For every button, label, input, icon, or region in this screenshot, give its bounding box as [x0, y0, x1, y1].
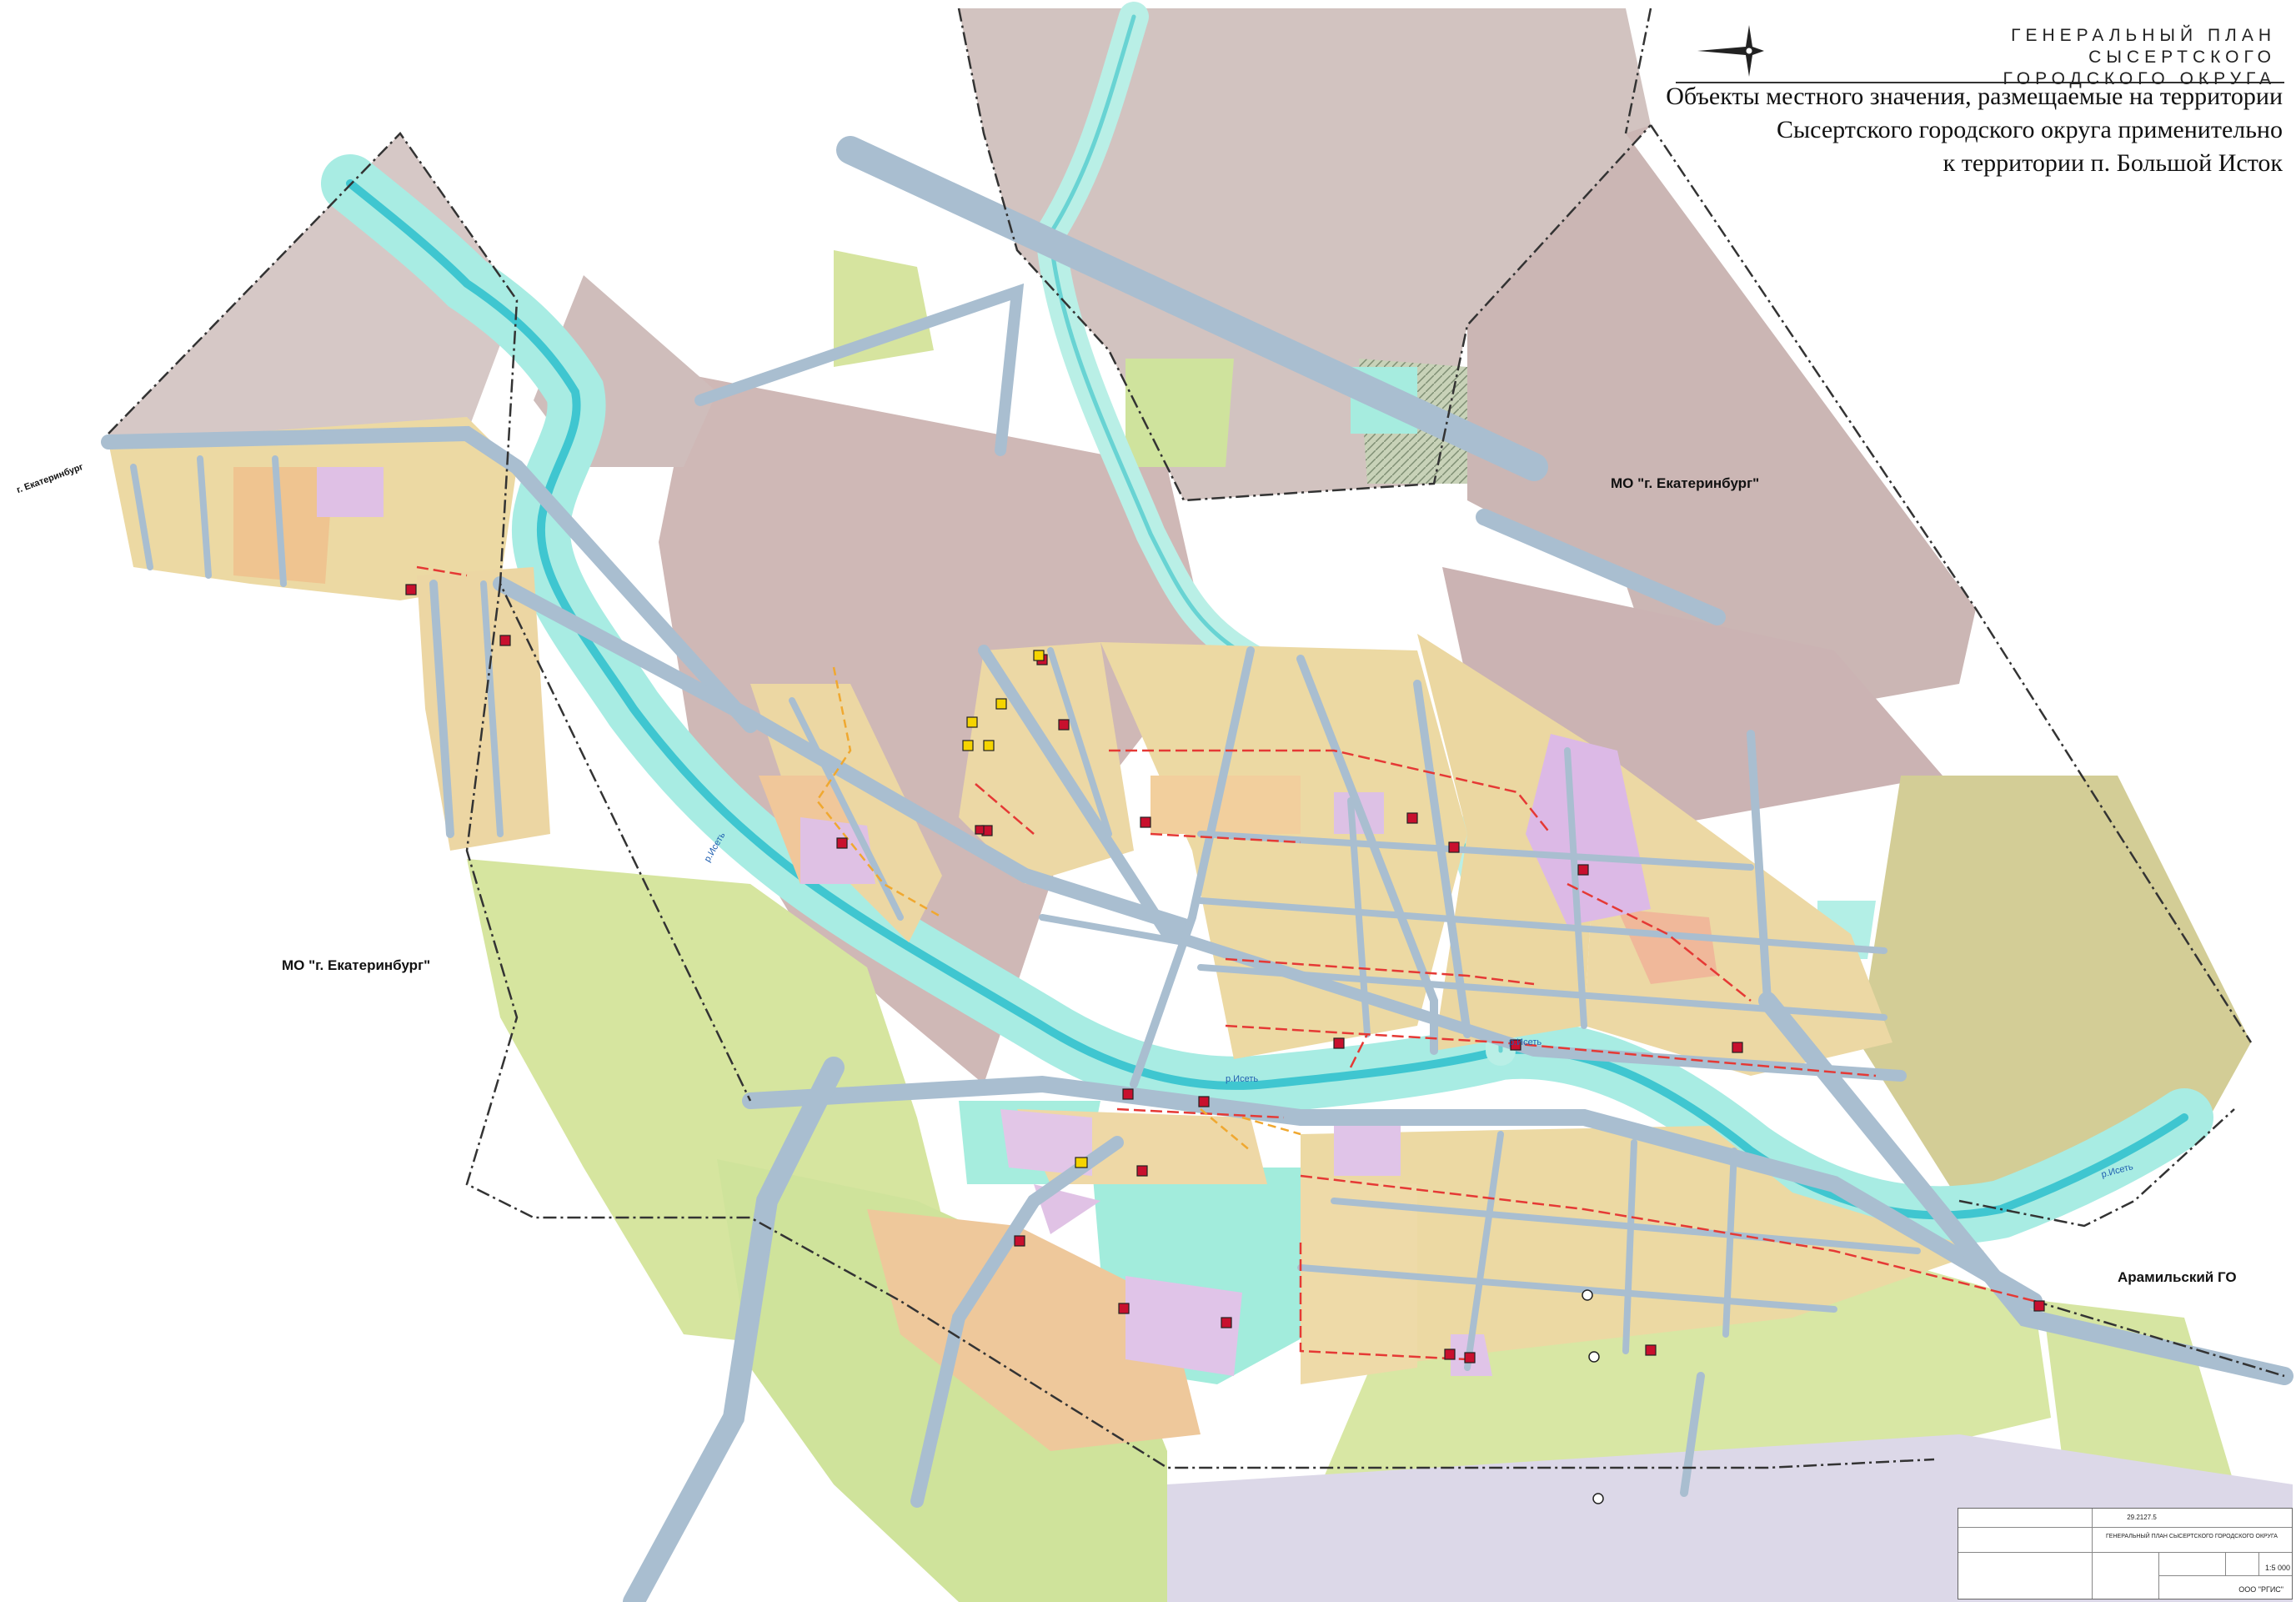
object-marker [1118, 1303, 1130, 1314]
stamp-org: ООО "РГИС" [2238, 1585, 2283, 1594]
object-marker [1448, 841, 1460, 853]
public-zones [317, 467, 1651, 1376]
energy-marker [995, 698, 1007, 710]
plan-title-line-2: ГОРОДСКОГО ОКРУГА [2003, 69, 2276, 88]
energy-marker [962, 740, 974, 751]
utility-lines [416, 565, 2035, 1361]
label-river-2: р.Исеть [1226, 1074, 1259, 1084]
object-marker [1140, 816, 1151, 828]
object-marker [405, 584, 417, 595]
drawing-stamp: 29.2127.5 ГЕНЕРАЛЬНЫЙ ПЛАН СЫСЕРТСКОГО Г… [1958, 1508, 2293, 1599]
object-marker [1645, 1344, 1657, 1356]
object-marker [1221, 1317, 1232, 1328]
label-aramil-go: Арамильский ГО [2118, 1269, 2237, 1285]
utility-node [1588, 1351, 1600, 1363]
title-block: ГЕНЕРАЛЬНЫЙ ПЛАН СЫСЕРТСКОГО ГОРОДСКОГО … [1676, 17, 2284, 88]
plan-title-line-1: ГЕНЕРАЛЬНЫЙ ПЛАН СЫСЕРТСКОГО [2011, 26, 2276, 67]
residential-zones [108, 417, 1984, 1384]
energy-marker [1033, 650, 1045, 661]
pipeline-lines [815, 666, 1301, 1152]
object-marker [1577, 864, 1589, 876]
plan-title: ГЕНЕРАЛЬНЫЙ ПЛАН СЫСЕРТСКОГО ГОРОДСКОГО … [1859, 25, 2276, 90]
object-marker [1198, 1096, 1210, 1107]
object-marker [836, 837, 848, 849]
object-marker [1058, 719, 1070, 731]
label-mo-ekaterinburg-east: МО "г. Екатеринбург" [1611, 475, 1760, 491]
utility-node [1582, 1289, 1593, 1301]
energy-marker [966, 716, 978, 728]
map-subtitle: Объекты местного значения, размещаемые н… [1649, 80, 2283, 180]
object-marker [1732, 1042, 1743, 1053]
stamp-scale: 1:5 000 [2265, 1564, 2291, 1572]
label-mo-ekaterinburg-west: МО "г. Екатеринбург" [282, 957, 431, 973]
energy-marker [1075, 1157, 1088, 1168]
stamp-plan-name: ГЕНЕРАЛЬНЫЙ ПЛАН СЫСЕРТСКОГО ГОРОДСКОГО … [2106, 1534, 2278, 1539]
object-marker [1014, 1235, 1025, 1247]
compass-rose-icon [1697, 25, 1764, 77]
object-marker [499, 635, 511, 646]
energy-markers [962, 650, 1604, 1504]
object-marker [1510, 1039, 1521, 1051]
settlement-boundary [108, 8, 2285, 1469]
subtitle-line-2: Сысертского городского округа применител… [1776, 116, 2283, 143]
subtitle-line-1: Объекты местного значения, размещаемые н… [1666, 83, 2283, 110]
object-marker [1136, 1165, 1148, 1177]
subtitle-line-3: к территории п. Большой Исток [1943, 149, 2283, 177]
object-marker [1333, 1037, 1345, 1049]
energy-marker [983, 740, 995, 751]
object-markers [405, 584, 2045, 1363]
label-river-3: р.Исеть [1509, 1037, 1542, 1047]
object-marker [975, 825, 985, 835]
object-marker [1122, 1088, 1134, 1100]
object-marker [1406, 812, 1418, 824]
object-marker [1444, 1348, 1456, 1360]
object-marker [2033, 1300, 2045, 1312]
utility-node [1592, 1493, 1604, 1504]
stamp-code: 29.2127.5 [2127, 1514, 2157, 1521]
object-marker [1464, 1352, 1476, 1363]
